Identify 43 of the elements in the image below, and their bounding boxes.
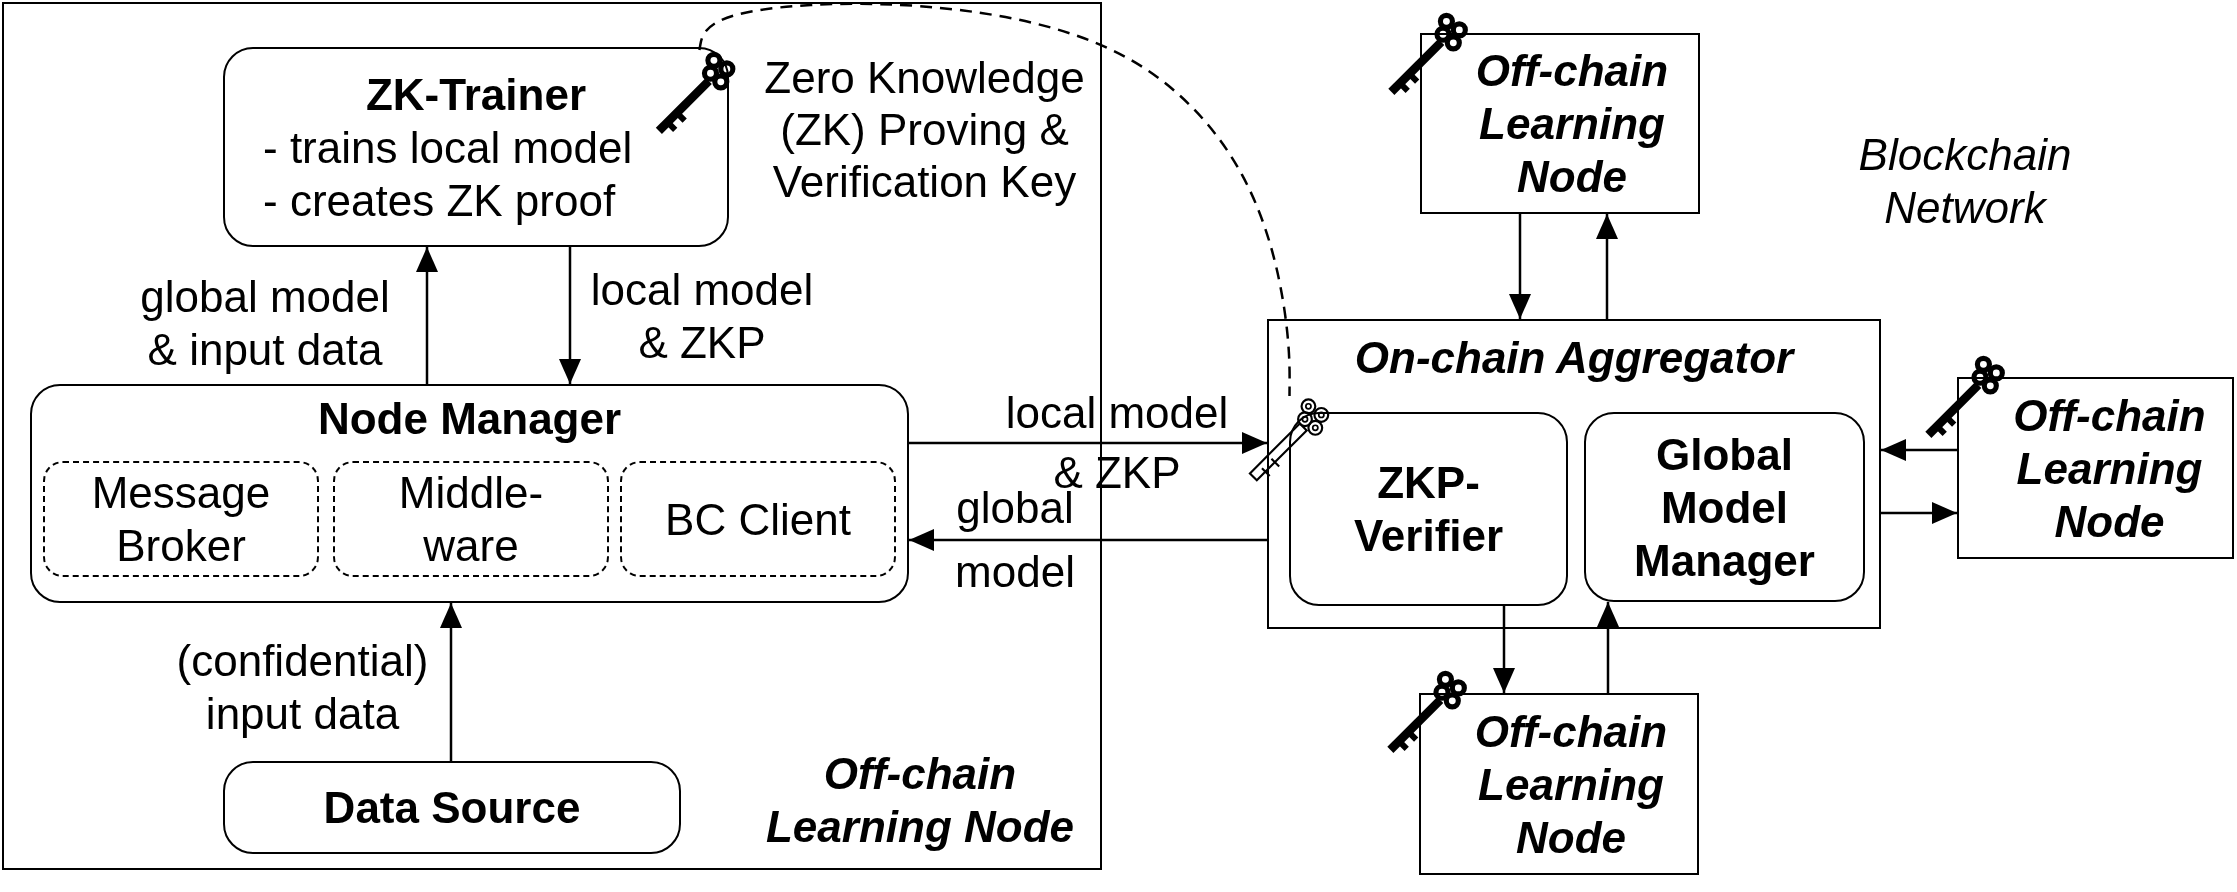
box-title: Off-chain Learning Node <box>765 748 1075 853</box>
arrow <box>559 247 581 384</box>
key-caption: Zero Knowledge (ZK) Proving & Verification Key <box>763 52 1086 208</box>
learning-node-box <box>1957 377 2234 559</box>
arrow <box>1597 602 1619 693</box>
box-title: Node Manager <box>317 393 622 445</box>
box-title: Off-chain Learning Node <box>1473 705 1669 864</box>
arrow <box>1509 214 1531 319</box>
box-text: BC Client <box>665 493 851 546</box>
component-box <box>333 461 609 577</box>
box-title: ZK-Trainer <box>365 68 586 121</box>
component-box <box>43 461 319 577</box>
box-title: On-chain Aggregator <box>1354 332 1794 384</box>
box-title: Global Model Manager <box>1633 428 1816 587</box>
learning-node-box <box>1420 33 1700 214</box>
arrow <box>909 529 1267 551</box>
box-title: ZKP- Verifier <box>1352 457 1505 562</box>
edge-label: local model & ZKP <box>589 264 815 369</box>
component-box <box>620 461 896 577</box>
source-box <box>223 761 681 854</box>
manager-box <box>30 384 909 603</box>
learning-node-box <box>1419 693 1699 875</box>
box-text: Message Broker <box>90 467 272 572</box>
box-title: Off-chain Learning Node <box>1474 45 1670 203</box>
arrow <box>909 432 1267 454</box>
arrow <box>1881 439 1957 461</box>
arrow <box>440 603 462 761</box>
arrow <box>1881 502 1957 524</box>
arrow <box>1596 214 1618 319</box>
box-text: - trains local model <box>263 121 633 174</box>
box-title: Data Source <box>323 782 581 834</box>
dashed-connector <box>698 2 1291 396</box>
box-text: Middle- ware <box>397 467 545 572</box>
network-label: Blockchain Network <box>1857 129 2073 234</box>
arrow <box>416 247 438 384</box>
box-text: - creates ZK proof <box>263 174 616 227</box>
component-box <box>1584 412 1865 602</box>
aggregator-box <box>1267 319 1881 629</box>
arrow <box>1493 606 1515 693</box>
box-title: Off-chain Learning Node <box>2012 389 2207 548</box>
component-box <box>1289 412 1568 606</box>
edge-label: (confidential) input data <box>175 635 430 740</box>
edge-label: global model & input data <box>139 271 391 376</box>
